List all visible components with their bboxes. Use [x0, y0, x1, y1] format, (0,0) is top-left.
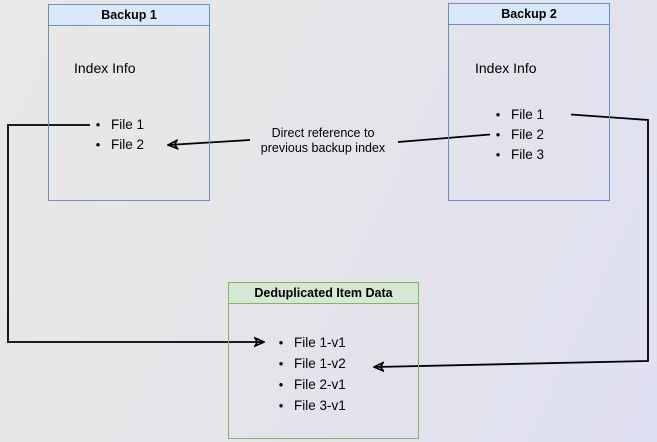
node-backup-2-header: Backup 2 — [449, 4, 609, 25]
bullet-icon: • — [278, 335, 284, 350]
node-backup-2: Backup 2 Index Info • File 1 • File 2 • … — [448, 3, 610, 201]
list-item: • File 2 — [494, 124, 544, 144]
node-backup-2-file-list: • File 1 • File 2 • File 3 — [494, 104, 544, 164]
list-item-label: File 1-v2 — [294, 356, 346, 371]
node-backup-1-header: Backup 1 — [49, 5, 209, 26]
list-item: • File 3-v1 — [277, 395, 346, 416]
list-item: • File 2 — [94, 134, 144, 154]
connector-backup2-file2-to-backup1-right-segment — [397, 133, 491, 143]
list-item-label: File 2 — [511, 126, 545, 142]
list-item: • File 3 — [494, 144, 544, 164]
node-backup-1-index-info-label: Index Info — [74, 60, 136, 76]
list-item-label: File 3 — [511, 146, 545, 162]
list-item-label: File 1-v1 — [294, 335, 346, 350]
list-item: • File 1-v2 — [277, 353, 346, 374]
list-item-label: File 1 — [111, 116, 145, 132]
bullet-icon: • — [495, 106, 501, 122]
list-item-label: File 3-v1 — [294, 398, 346, 413]
list-item-label: File 2-v1 — [294, 377, 346, 392]
bullet-icon: • — [278, 356, 284, 371]
edge-label-direct-reference: Direct reference to previous backup inde… — [260, 126, 386, 155]
bullet-icon: • — [495, 146, 501, 162]
node-dedup-file-list: • File 1-v1 • File 1-v2 • File 2-v1 • Fi… — [277, 332, 346, 416]
node-backup-2-index-info-label: Index Info — [475, 60, 537, 76]
list-item-label: File 2 — [111, 136, 145, 152]
node-backup-1: Backup 1 Index Info • File 1 • File 2 — [48, 4, 210, 201]
connector-backup1-file1-to-dedup-file1v1 — [7, 124, 264, 342]
node-deduplicated-item-data-header: Deduplicated Item Data — [229, 283, 418, 304]
bullet-icon: • — [95, 136, 101, 152]
list-item: • File 1-v1 — [277, 332, 346, 353]
list-item: • File 1 — [94, 114, 144, 134]
bullet-icon: • — [495, 126, 501, 142]
list-item: • File 2-v1 — [277, 374, 346, 395]
bullet-icon: • — [95, 116, 101, 132]
list-item-label: File 1 — [511, 106, 545, 122]
bullet-icon: • — [278, 377, 284, 392]
list-item: • File 1 — [494, 104, 544, 124]
node-backup-1-file-list: • File 1 • File 2 — [94, 114, 144, 154]
bullet-icon: • — [278, 398, 284, 413]
node-deduplicated-item-data: Deduplicated Item Data • File 1-v1 • Fil… — [228, 282, 419, 439]
